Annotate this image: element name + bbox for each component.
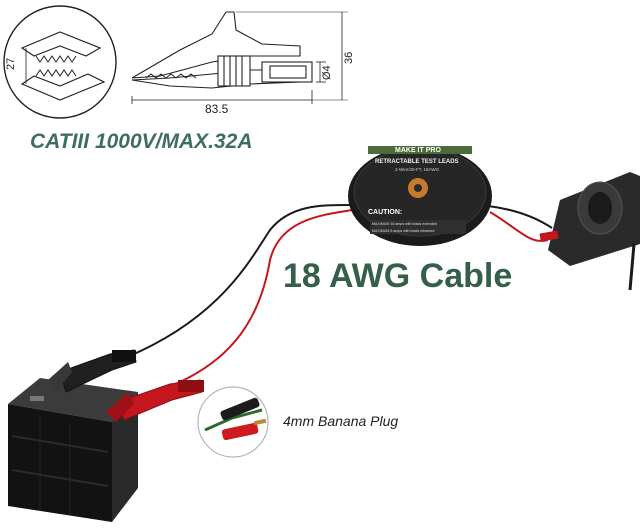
dim-jaw-label: 27 [5, 58, 17, 70]
red-alligator-clip [106, 379, 204, 422]
right-probe [539, 172, 640, 291]
black-alligator-clip [48, 349, 137, 393]
cable-gauge-text: 18 AWG Cable [283, 257, 513, 295]
dim-length-label: 83.5 [205, 102, 229, 116]
dim-diameter-label: Ø4 [321, 65, 333, 80]
rating-text: CATIII 1000V/MAX.32A [30, 130, 253, 153]
clip-technical-drawing [131, 11, 348, 104]
reel-spec: 2-Wire/30-FT, 18AWG [395, 167, 440, 172]
banana-plug-caption: 4mm Banana Plug [283, 413, 399, 429]
reel-caution-line1: MAXIMUM 16 amps with leads extended [372, 222, 437, 226]
reel-caution: CAUTION: [368, 209, 402, 216]
battery [8, 378, 138, 522]
cable-reel [348, 146, 492, 246]
jaw-detail-circle: 27 [3, 5, 117, 119]
reel-title: RETRACTABLE TEST LEADS [375, 159, 459, 165]
banana-plug-detail [197, 386, 269, 458]
reel-caution-line2: MAXIMUM 8 amps with leads retracted [372, 229, 434, 233]
dim-height-label: 36 [343, 52, 355, 64]
test-lead-wires [119, 204, 553, 396]
reel-brand: MAKE IT PRO [395, 147, 441, 154]
